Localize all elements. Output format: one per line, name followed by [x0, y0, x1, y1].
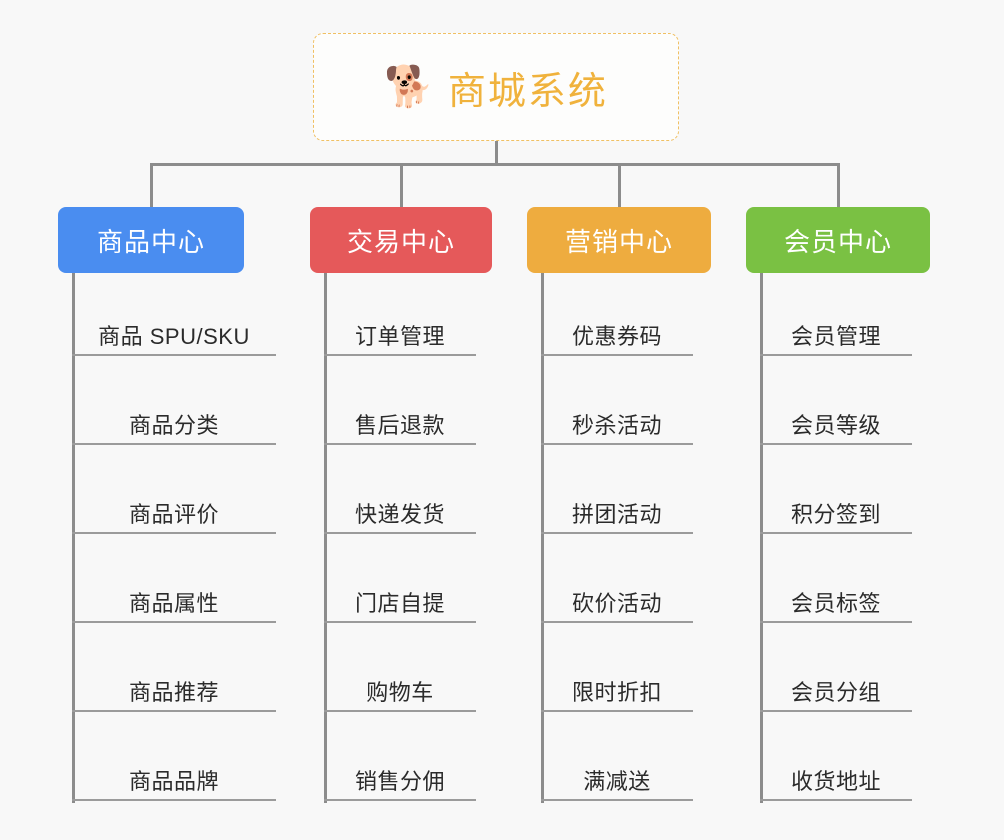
leaf-item[interactable]: 商品属性 [72, 581, 276, 623]
leaf-item[interactable]: 拼团活动 [541, 492, 693, 534]
leaf-item-label: 购物车 [366, 680, 434, 705]
leaf-item-label: 商品属性 [128, 591, 219, 616]
leaf-item[interactable]: 会员管理 [760, 314, 912, 356]
horizontal-bus [149, 163, 840, 166]
leaf-item-label: 砍价活动 [571, 591, 662, 616]
leaf-item-label: 门店自提 [354, 591, 445, 616]
leaf-item-label: 满减送 [583, 769, 651, 794]
leaf-item[interactable]: 商品分类 [72, 403, 276, 445]
leaf-item[interactable]: 商品评价 [72, 492, 276, 534]
leaf-item-label: 售后退款 [354, 413, 445, 438]
branch-title-trade-center: 交易中心 [346, 226, 455, 257]
branch-drop-member-center [836, 163, 840, 207]
leaf-item-label: 会员标签 [790, 591, 881, 616]
leaf-item-label: 商品分类 [128, 413, 219, 438]
leaf-item[interactable]: 快递发货 [324, 492, 476, 534]
leaf-item[interactable]: 商品品牌 [72, 759, 276, 801]
leaf-item[interactable]: 优惠券码 [541, 314, 693, 356]
shiba-dog-face-icon: 🐕 [384, 65, 434, 109]
leaf-item-label: 优惠券码 [571, 324, 662, 349]
leaf-item-label: 订单管理 [354, 324, 445, 349]
branch-title-marketing-center: 营销中心 [564, 226, 673, 257]
leaf-item[interactable]: 商品 SPU/SKU [72, 314, 276, 356]
branch-title-product-center: 商品中心 [96, 226, 205, 257]
branch-drop-marketing-center [617, 163, 621, 207]
root-node[interactable]: 🐕 商城系统 [313, 33, 679, 141]
leaf-item[interactable]: 售后退款 [324, 403, 476, 445]
branch-trunk-trade-center [324, 273, 327, 803]
root-stem [494, 141, 498, 163]
branch-title-member-center: 会员中心 [783, 226, 892, 257]
leaf-item-label: 秒杀活动 [571, 413, 662, 438]
branch-header-member-center[interactable]: 会员中心 [746, 207, 930, 273]
leaf-item[interactable]: 购物车 [324, 670, 476, 712]
leaf-item-label: 限时折扣 [571, 680, 662, 705]
leaf-item-label: 商品推荐 [128, 680, 219, 705]
branch-header-trade-center[interactable]: 交易中心 [310, 207, 492, 273]
branch-trunk-product-center [72, 273, 75, 803]
leaf-item[interactable]: 砍价活动 [541, 581, 693, 623]
branch-drop-trade-center [399, 163, 403, 207]
leaf-item-label: 会员等级 [790, 413, 881, 438]
root-title: 商城系统 [447, 70, 608, 113]
leaf-item-label: 拼团活动 [571, 502, 662, 527]
leaf-item[interactable]: 收货地址 [760, 759, 912, 801]
branch-trunk-marketing-center [541, 273, 544, 803]
leaf-item-label: 商品评价 [128, 502, 219, 527]
leaf-item-label: 会员管理 [790, 324, 881, 349]
branch-header-marketing-center[interactable]: 营销中心 [527, 207, 711, 273]
leaf-item-label: 商品 SPU/SKU [98, 324, 250, 349]
leaf-item[interactable]: 销售分佣 [324, 759, 476, 801]
leaf-item[interactable]: 会员分组 [760, 670, 912, 712]
leaf-item[interactable]: 商品推荐 [72, 670, 276, 712]
leaf-item[interactable]: 限时折扣 [541, 670, 693, 712]
leaf-item[interactable]: 门店自提 [324, 581, 476, 623]
leaf-item[interactable]: 订单管理 [324, 314, 476, 356]
leaf-item[interactable]: 会员标签 [760, 581, 912, 623]
branch-trunk-member-center [760, 273, 763, 803]
branch-drop-product-center [149, 163, 153, 207]
leaf-item[interactable]: 满减送 [541, 759, 693, 801]
leaf-item[interactable]: 积分签到 [760, 492, 912, 534]
leaf-item-label: 会员分组 [790, 680, 881, 705]
leaf-item-label: 商品品牌 [128, 769, 219, 794]
leaf-item[interactable]: 会员等级 [760, 403, 912, 445]
leaf-item-label: 销售分佣 [354, 769, 445, 794]
branch-header-product-center[interactable]: 商品中心 [58, 207, 244, 273]
leaf-item-label: 积分签到 [790, 502, 881, 527]
leaf-item-label: 收货地址 [790, 769, 881, 794]
leaf-item-label: 快递发货 [354, 502, 445, 527]
leaf-item[interactable]: 秒杀活动 [541, 403, 693, 445]
